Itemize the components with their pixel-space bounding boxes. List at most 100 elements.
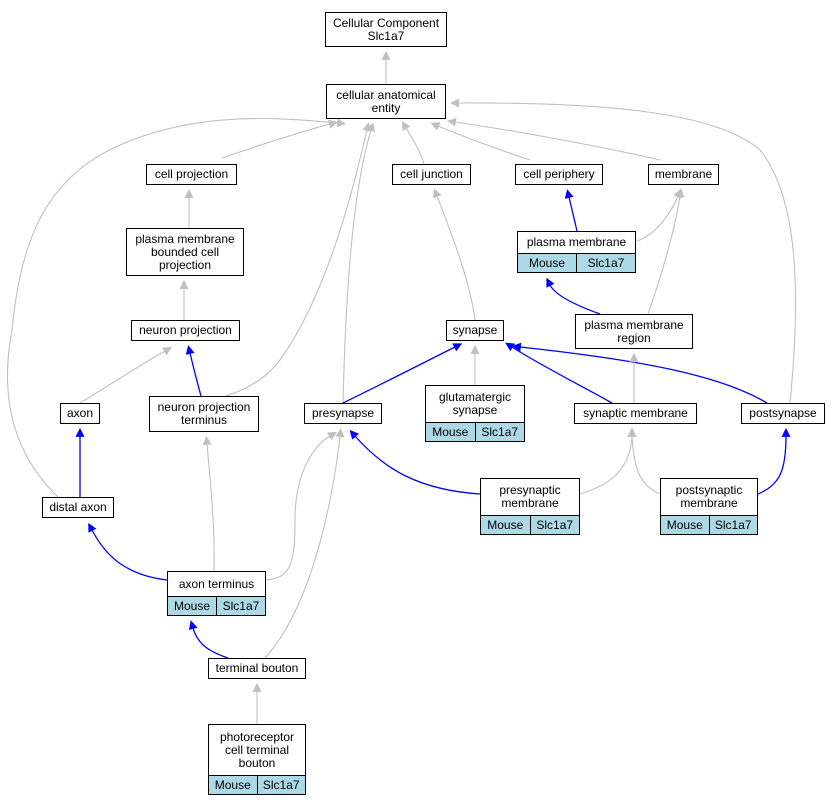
edge-postsynmem-to-synmem-is_a [627,427,661,495]
node-label: distal axon [43,498,113,517]
edge-cellper-to-cae-is_a [430,122,531,161]
node-postsyn[interactable]: postsynapse [741,403,825,424]
edge-termbouton-to-presyn-is_a [264,427,345,659]
edge-presynmem-to-presyn-part_of [349,429,481,495]
node-label: presynapse [305,404,381,423]
node-distaxon[interactable]: distal axon [42,497,114,518]
node-membrane[interactable]: membrane [648,164,719,185]
node-label-line: membrane [501,496,559,510]
annotation-species: Mouse [666,517,703,532]
node-label-line: plasma membrane [526,235,627,249]
edge-celljunc-to-cae-is_a [401,121,425,165]
edge-npt-to-neuproj-part_of [185,345,202,397]
edge-pmr-to-pm-part_of [546,277,601,315]
node-label: synaptic membrane [575,404,696,423]
node-termbouton[interactable]: terminal bouton [208,658,306,679]
node-label-line: region [617,330,651,345]
node-label-line: membrane [654,167,713,181]
node-label-line: membrane [680,496,738,510]
node-label-line: cellular anatomical [336,87,436,102]
node-label-line: plasma membrane [584,317,684,332]
node-synapse[interactable]: synapse [446,320,504,341]
node-presyn[interactable]: presynapse [304,403,382,424]
node-label: cell junction [393,165,470,184]
node-label-line: plasma membrane [135,231,235,246]
node-label-line: presynapse [311,406,375,420]
edge-presyn-to-synapse-part_of [342,343,463,404]
annotation-species: Mouse [528,255,566,270]
node-neuproj[interactable]: neuron projection [131,320,240,341]
node-label: cell projection [147,165,236,184]
edge-presyn-to-cae-is_a [342,122,376,404]
annotation-row: Mouse Slc1a7 [426,422,524,441]
annotation-row: Mouse Slc1a7 [661,515,757,534]
node-cellproj[interactable]: cell projection [146,164,237,185]
annotation-species: Mouse [432,424,469,439]
node-label-line: projection [158,257,212,272]
edge-axon-to-neuproj-is_a [79,347,173,404]
node-label-line: synapse [452,323,498,337]
node-label: axon terminus [168,572,265,596]
node-label-line: terminal bouton [215,661,299,675]
node-label-line: distal axon [49,500,107,514]
edge-npt-to-cae-is_a [225,122,372,397]
node-label-line: Slc1a7 [367,28,405,43]
edge-postsyn-to-synapse-part_of [511,342,768,404]
annotation-species: Mouse [214,777,251,792]
node-label-line: postsynapse [749,406,817,420]
node-synmem[interactable]: synaptic membrane [574,403,697,424]
node-label: cell periphery [516,165,602,184]
node-label-line: bounded cell [150,244,220,259]
edge-postsyn-to-cae-is_a [449,98,797,404]
node-label-line: axon [66,406,94,420]
node-axon[interactable]: axon [60,403,100,424]
node-label-line: cell terminal [224,742,290,757]
node-label-line: terminus [180,413,227,427]
node-label: postsynapse [742,404,824,423]
node-celljunc[interactable]: cell junction [392,164,471,185]
node-label: neuron projection [132,321,239,340]
annotation-gene: Slc1a7 [708,516,758,534]
edge-pm-to-cellper-part_of [564,189,578,232]
node-label-line: glutamatergic [438,390,512,404]
node-label-line: neuron projection [157,400,251,414]
edge-presynmem-to-synmem-is_a [579,427,637,495]
node-label: terminal bouton [209,659,305,678]
annotation-gene: Slc1a7 [576,254,635,272]
edge-axonterm-to-presyn-is_a [265,431,337,581]
node-label-line: cell periphery [523,167,595,181]
node-label: plasma membrane [518,232,635,253]
node-cellper[interactable]: cell periphery [515,164,603,185]
edge-membrane-to-cae-is_a [446,117,661,161]
node-label-line: postsynaptic [675,483,743,497]
annotation-gene: Slc1a7 [216,597,265,615]
node-label-line: photoreceptor [219,729,295,744]
node-label-line: entity [371,100,401,115]
node-label: synapse [447,321,503,340]
node-label-line: presynaptic [499,483,561,497]
annotation-gene: Slc1a7 [474,423,525,441]
edge-postsynmem-to-postsyn-part_of [757,427,791,495]
edge-synmem-to-synapse-part_of [505,342,613,404]
node-label: membrane [649,165,718,184]
edge-synapse-to-celljunc-is_a [433,188,476,321]
